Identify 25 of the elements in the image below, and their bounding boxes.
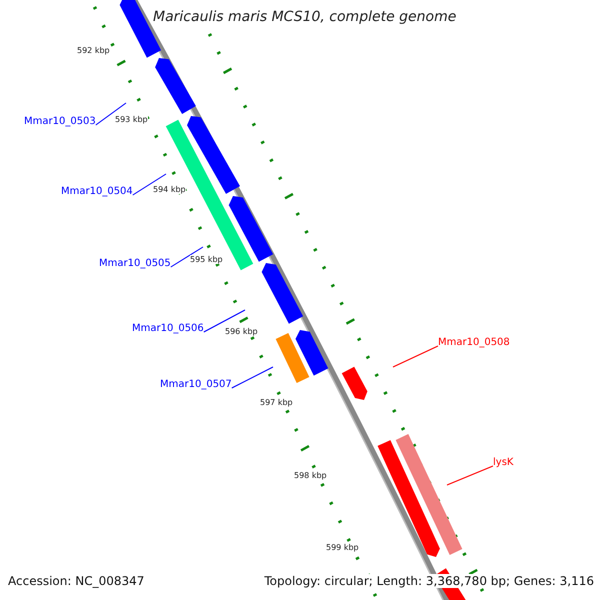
leader-line [203,310,246,332]
leader-line [231,366,274,388]
genome-title: Maricaulis maris MCS10, complete genome [153,9,456,25]
tick-label: 596 kbp [225,327,258,336]
leader-line [170,246,204,268]
gene-label: Mmar10_0505 [99,258,171,269]
gene-label: Mmar10_0503 [24,116,96,127]
tick-label: 594 kbp [153,185,186,194]
leader-line [446,466,494,486]
tick-label: 597 kbp [260,398,293,407]
leader-line [392,346,438,368]
gene-label: Mmar10_0504 [61,186,133,197]
leader-line [95,102,126,126]
accession-text: Accession: NC_008347 [8,574,144,588]
tick-label: 595 kbp [190,255,223,264]
gene-label: Mmar10_0508 [438,337,510,348]
gene-label: Mmar10_0507 [160,379,232,390]
gene-label: lysK [493,457,514,468]
tick-label: 599 kbp [326,543,359,552]
leader-line [132,174,166,196]
tick-label: 592 kbp [77,46,110,55]
tick-label: 598 kbp [294,471,327,480]
tick-label: 593 kbp [115,115,148,124]
gene-label: Mmar10_0506 [132,323,204,334]
genome-info-text: Topology: circular; Length: 3,368,780 bp; Genes: 3,116 [264,574,594,588]
